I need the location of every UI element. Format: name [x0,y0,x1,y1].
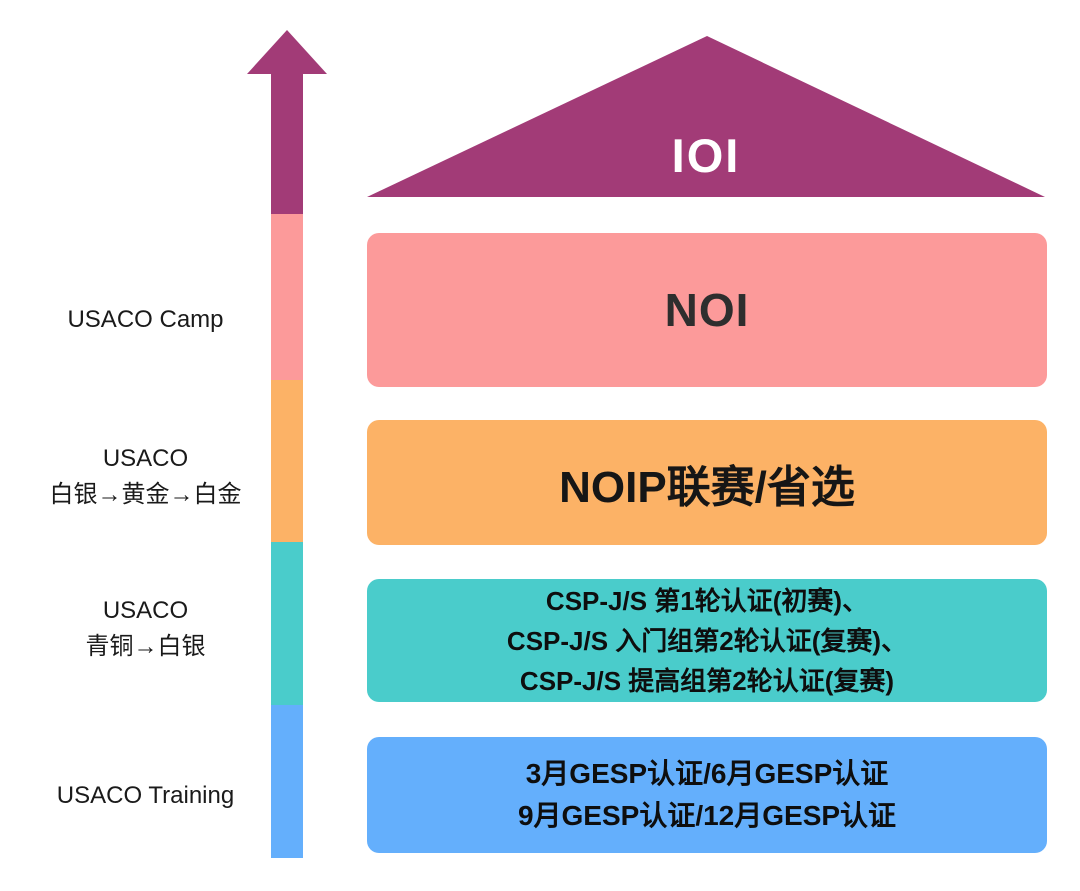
tier-gesp-line2: 9月GESP认证/12月GESP认证 [517,800,897,831]
tier-gesp-block: 3月GESP认证/6月GESP认证 9月GESP认证/12月GESP认证 [367,737,1047,853]
side-label-usaco-camp: USACO Camp [18,302,273,338]
side-label-text: USACO Camp [67,306,224,333]
tier-csp-line3: CSP-J/S 提高组第2轮认证(复赛) [519,665,895,696]
side-label-usaco-bronze-silver: USACO 青铜→白银 [18,593,273,665]
level-bar-segment-purple [271,73,303,214]
level-bar-segment-teal [271,542,303,705]
side-label-text-line1: USACO [102,445,189,472]
side-label-text-line1: USACO [102,597,189,624]
level-bar-segment-orange [271,380,303,542]
level-bar-segment-pink [271,214,303,380]
tier-csp-line1: CSP-J/S 第1轮认证(初赛)、 [545,585,869,616]
side-label-text: USACO Training [56,782,235,809]
side-label-text-line2: 青铜→白银 [85,633,206,660]
tier-noi-block: NOI [367,233,1047,387]
side-label-usaco-silver-gold-platinum: USACO 白银→黄金→白金 [18,441,273,513]
tier-noip-block: NOIP联赛/省选 [367,420,1047,545]
tier-ioi-label: IOI [671,129,741,182]
tier-ioi-triangle: IOI [367,36,1045,197]
tier-noip-label: NOIP联赛/省选 [559,462,855,512]
side-label-usaco-training: USACO Training [18,778,273,814]
tier-gesp-line1: 3月GESP认证/6月GESP认证 [525,758,889,789]
tier-csp-block: CSP-J/S 第1轮认证(初赛)、 CSP-J/S 入门组第2轮认证(复赛)、… [367,579,1047,702]
tier-noi-label: NOI [664,284,750,336]
up-arrow-icon [247,30,327,74]
side-label-text-line2: 白银→黄金→白金 [49,481,242,508]
tier-csp-line2: CSP-J/S 入门组第2轮认证(复赛)、 [506,625,908,656]
level-bar-segment-blue [271,705,303,858]
